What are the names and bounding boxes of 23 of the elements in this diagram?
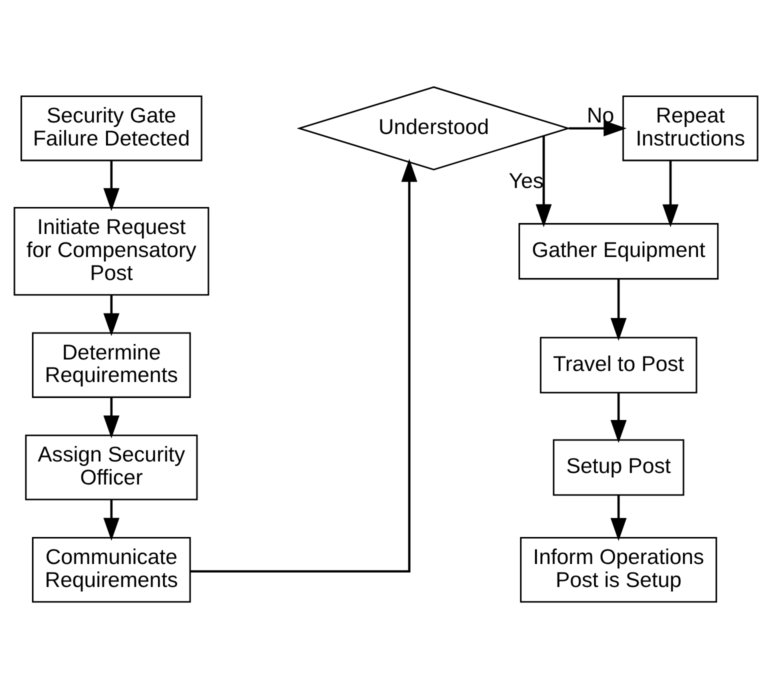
node-box: Assign Security Officer [25,434,198,500]
node-box: Setup Post [552,439,684,496]
node-box: Determine Requirements [32,332,191,398]
arrow [536,136,552,228]
arrow [103,160,120,212]
node-box: Security Gate Failure Detected [20,96,202,162]
arrow [103,398,120,438]
node-box: Repeat Instructions [622,96,758,162]
node-box: Gather Equipment [518,223,719,280]
arrow [103,295,120,336]
node-diamond: Understood [296,86,571,170]
edge-label: No [586,104,614,128]
arrow [103,500,120,541]
node-box: Travel to Post [540,336,698,394]
arrow [610,393,627,443]
arrow [190,158,418,572]
arrow [610,278,627,341]
arrow [662,160,679,228]
node-box: Inform Operations Post is Setup [520,536,718,603]
arrow [568,120,627,136]
node-box: Communicate Requirements [32,536,191,603]
arrow [610,495,627,541]
node-box: Initiate Request for Compensatory Post [14,207,210,296]
